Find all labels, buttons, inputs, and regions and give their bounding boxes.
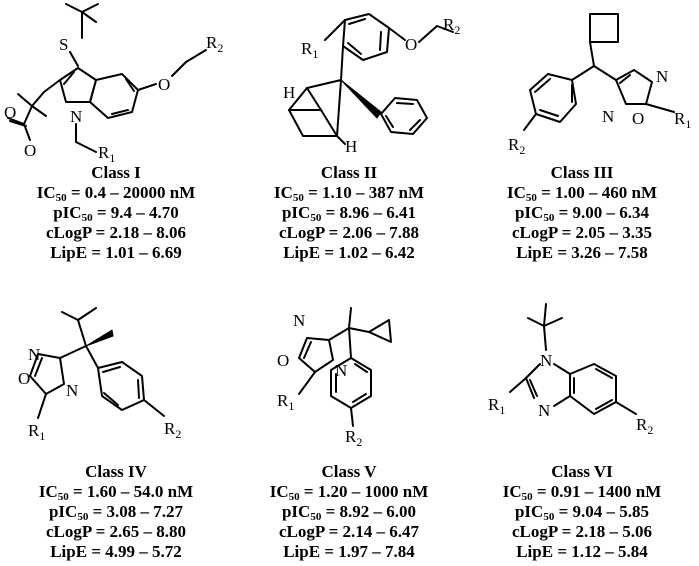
atom-o-hydroxyl: O [24, 141, 36, 160]
pic50-line: pIC50 = 9.00 – 6.34 [514, 203, 650, 224]
atom-o: O [18, 369, 30, 388]
clogp-line: cLogP = 2.18 – 8.06 [45, 223, 187, 242]
ic50-line: IC50 = 0.91 – 1400 nM [502, 482, 662, 503]
info-class-5: Class V IC50 = 1.20 – 1000 nM pIC50 = 8.… [233, 462, 465, 562]
atom-r2: R2 [508, 135, 525, 157]
atom-r1: R1 [301, 39, 318, 61]
info-class-1: Class I IC50 = 0.4 – 20000 nM pIC50 = 9.… [0, 163, 232, 263]
ic50-line: IC50 = 1.00 – 460 nM [506, 183, 658, 204]
pic50-line: pIC50 = 8.96 – 6.41 [281, 203, 417, 224]
atom-n-1: N [28, 345, 40, 364]
pic50-line: pIC50 = 9.04 – 5.85 [514, 502, 650, 523]
atom-n: N [70, 107, 82, 126]
atom-r1: R1 [98, 143, 115, 165]
lipe-line: LipE = 1.01 – 6.69 [50, 243, 182, 262]
lipe-line: LipE = 1.12 – 5.84 [516, 542, 648, 561]
structure-class-3-svg: R2 N N O R1 [508, 13, 691, 157]
clogp-line: cLogP = 2.05 – 3.35 [511, 223, 653, 242]
structure-class-1: S O R2 N R1 [0, 0, 232, 165]
structure-class-6-svg: N N R2 R1 [488, 303, 653, 437]
info-class-4: Class IV IC50 = 1.60 – 54.0 nM pIC50 = 3… [0, 462, 232, 562]
structure-class-2-svg: R1 O R2 H H [283, 13, 460, 156]
atom-r1: R1 [674, 109, 691, 131]
structure-class-3: R2 N N O R1 [466, 0, 699, 160]
clogp-line: cLogP = 2.65 – 8.80 [45, 522, 187, 541]
ic50-line: IC50 = 0.4 – 20000 nM [36, 183, 196, 204]
atom-h-top: H [283, 83, 295, 102]
info-class-2: Class II IC50 = 1.10 – 387 nM pIC50 = 8.… [233, 163, 465, 263]
atom-r1: R1 [488, 395, 505, 417]
clogp-line: cLogP = 2.14 – 6.47 [278, 522, 420, 541]
ic50-line: IC50 = 1.10 – 387 nM [273, 183, 425, 204]
atom-r2: R2 [206, 33, 223, 55]
info-class-6: Class VI IC50 = 0.91 – 1400 nM pIC50 = 9… [466, 462, 698, 562]
class-title: Class III [550, 163, 614, 182]
lipe-line: LipE = 3.26 – 7.58 [516, 243, 648, 262]
structure-class-1-svg: S O R2 N R1 [4, 3, 223, 165]
atom-r1: R1 [28, 421, 45, 443]
atom-o: O [158, 75, 170, 94]
atom-r2: R2 [164, 419, 181, 441]
class-title: Class I [91, 163, 141, 182]
pic50-line: pIC50 = 8.92 – 6.00 [281, 502, 417, 523]
atom-n-2: N [602, 107, 614, 126]
atom-n-1: N [293, 311, 305, 330]
structure-class-4: O N N R1 R2 [0, 298, 232, 458]
lipe-line: LipE = 1.97 – 7.84 [283, 542, 415, 561]
ic50-line: IC50 = 1.20 – 1000 nM [269, 482, 429, 503]
atom-r2: R2 [443, 15, 460, 37]
atom-o-carbonyl: O [4, 103, 16, 122]
lipe-line: LipE = 4.99 – 5.72 [50, 542, 182, 561]
atom-o: O [277, 351, 289, 370]
atom-r2: R2 [345, 427, 362, 449]
atom-n-2: N [538, 401, 550, 420]
class-title: Class II [320, 163, 378, 182]
atom-o: O [405, 35, 417, 54]
atom-n-1: N [540, 351, 552, 370]
structure-class-2: R1 O R2 H H [233, 0, 465, 160]
atom-o: O [632, 109, 644, 128]
structure-class-5: N O N R1 R2 [233, 298, 465, 458]
pic50-line: pIC50 = 9.4 – 4.70 [53, 203, 179, 224]
atom-s: S [59, 35, 68, 54]
info-class-3: Class III IC50 = 1.00 – 460 nM pIC50 = 9… [466, 163, 698, 263]
structure-class-6: N N R2 R1 [466, 298, 699, 458]
class-title: Class IV [85, 462, 147, 481]
clogp-line: cLogP = 2.06 – 7.88 [278, 223, 420, 242]
atom-n-1: N [656, 67, 668, 86]
pic50-line: pIC50 = 3.08 – 7.27 [48, 502, 184, 523]
clogp-line: cLogP = 2.18 – 5.06 [511, 522, 653, 541]
lipe-line: LipE = 1.02 – 6.42 [283, 243, 415, 262]
atom-h-bottom: H [345, 137, 357, 156]
ic50-line: IC50 = 1.60 – 54.0 nM [38, 482, 194, 503]
atom-r2: R2 [636, 415, 653, 437]
atom-r1: R1 [277, 391, 294, 413]
structure-class-5-svg: N O N R1 R2 [277, 307, 392, 449]
atom-n-2: N [66, 381, 78, 400]
structure-class-4-svg: O N N R1 R2 [18, 307, 181, 443]
class-title: Class V [321, 462, 377, 481]
class-title: Class VI [551, 462, 613, 481]
